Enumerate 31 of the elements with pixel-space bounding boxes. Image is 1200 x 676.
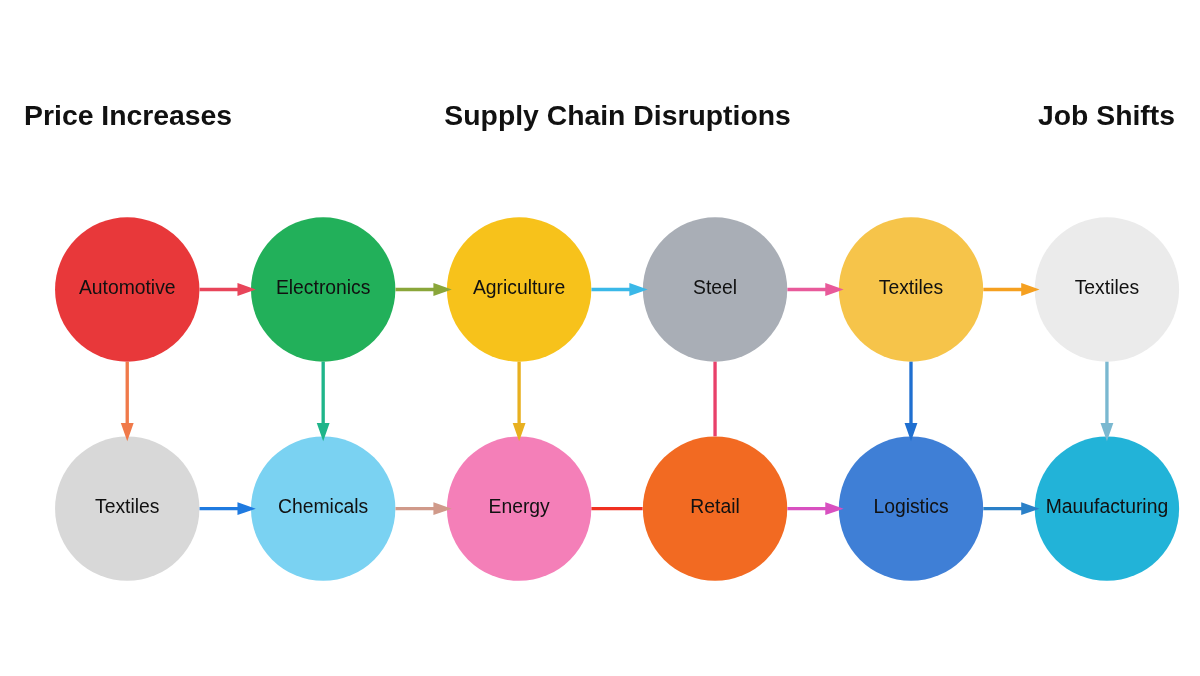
- node-circle: Textiles: [838, 216, 984, 362]
- arrow: [983, 501, 1040, 515]
- node-circle: Steel: [642, 216, 788, 362]
- arrow: [787, 501, 844, 515]
- arrow: [199, 501, 256, 515]
- connector: [713, 361, 717, 436]
- arrow: [395, 501, 452, 515]
- node-circle: Agriculture: [446, 216, 592, 362]
- node-circle: Mauufacturing: [1034, 435, 1180, 581]
- arrow: [120, 361, 134, 441]
- arrow: [512, 361, 526, 441]
- node-circle: Energy: [446, 435, 592, 581]
- arrow: [904, 361, 918, 441]
- arrow: [395, 282, 452, 296]
- node-circle: Textiles: [1034, 216, 1180, 362]
- arrow: [983, 282, 1040, 296]
- label: Supply Chain Disruptions: [444, 98, 791, 131]
- arrow: [591, 282, 648, 296]
- node-circle: Automotive: [55, 216, 200, 362]
- label: Price Increases: [24, 98, 233, 131]
- node-circle: Retail: [642, 435, 788, 581]
- node-circle: Logistics: [838, 435, 984, 581]
- label: Job Shifts: [1037, 98, 1175, 131]
- connector: [591, 506, 643, 510]
- arrow: [787, 282, 844, 296]
- node-circle: Electronics: [251, 216, 396, 362]
- arrow: [316, 361, 330, 441]
- node-circle: Textiles: [55, 435, 200, 581]
- arrow: [199, 282, 256, 296]
- arrow: [1100, 361, 1114, 441]
- node-circle: Chemicals: [251, 435, 396, 581]
